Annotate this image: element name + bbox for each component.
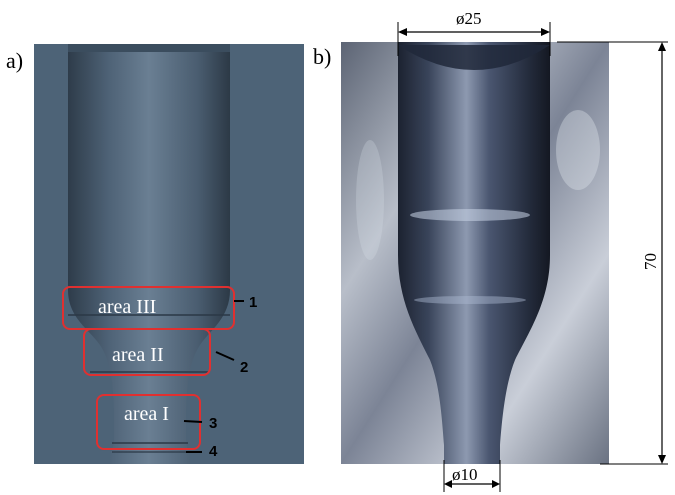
callout-3: 3 <box>209 415 217 432</box>
arrow-head <box>444 480 452 488</box>
area-ii-box <box>83 328 211 376</box>
dim-height: 70 <box>641 253 660 270</box>
area-ii-label: area II <box>112 344 164 366</box>
panel-a-model: area III area II area I 1 2 3 4 <box>34 44 304 464</box>
bore-rim <box>398 45 550 70</box>
callout-4: 4 <box>209 443 218 460</box>
area-iii-label: area III <box>98 296 156 318</box>
arrow-head <box>492 480 500 488</box>
callout-2-leader <box>215 351 235 361</box>
callout-2: 2 <box>240 359 248 376</box>
area-i-label: area I <box>124 403 169 425</box>
arrow-head <box>658 455 666 464</box>
arrow-head <box>658 42 666 51</box>
panel-b-photo: ø25 70 ø10 <box>341 9 668 492</box>
callout-3-leader <box>183 420 203 423</box>
bore-profile <box>398 42 550 464</box>
panel-a-label: a) <box>6 48 24 73</box>
dim-top-diameter: ø25 <box>456 9 482 28</box>
dim-bottom-diameter: ø10 <box>452 465 478 484</box>
panel-b-label: b) <box>313 44 332 69</box>
cavity-profile <box>68 44 230 464</box>
cavity-rim <box>68 44 230 52</box>
callout-1: 1 <box>249 294 257 311</box>
reflection <box>356 140 384 260</box>
arrow-head <box>541 28 550 36</box>
arrow-head <box>398 28 407 36</box>
reflection <box>414 296 526 304</box>
reflection <box>556 110 600 190</box>
reflection <box>410 209 530 221</box>
